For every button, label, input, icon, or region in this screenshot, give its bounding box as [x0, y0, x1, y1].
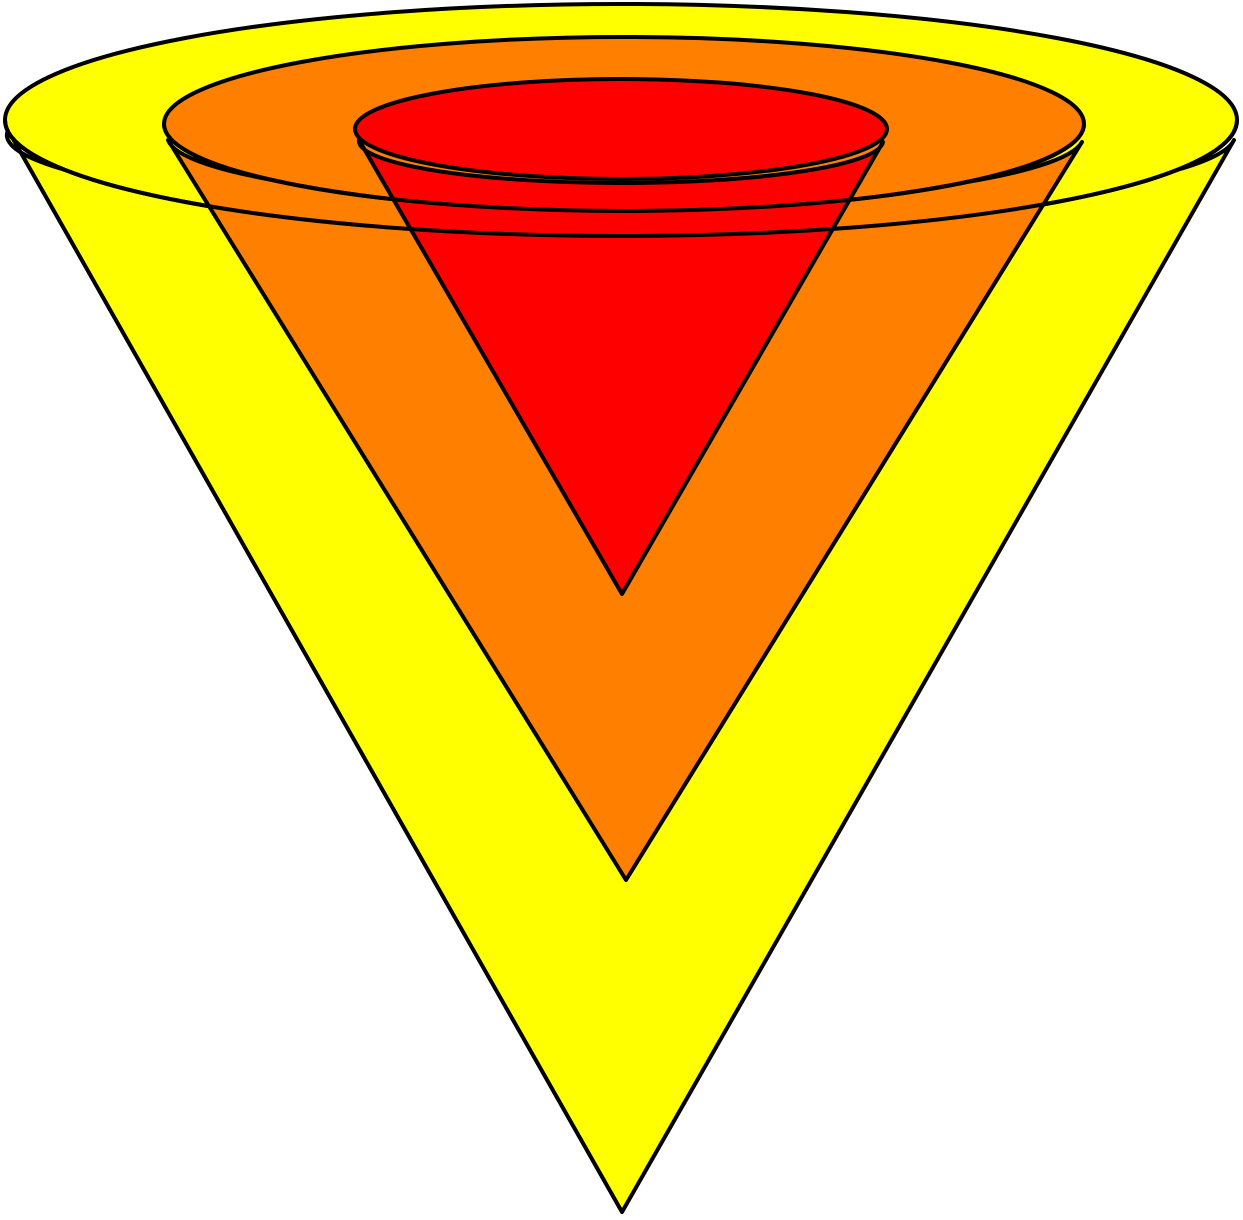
inner-cone-rim	[353, 77, 889, 181]
middle-cone-front-rim	[162, 123, 1086, 213]
inner-cone	[353, 77, 889, 596]
inner-cone-body	[356, 138, 885, 596]
outer-cone-front-rim	[3, 119, 1239, 238]
